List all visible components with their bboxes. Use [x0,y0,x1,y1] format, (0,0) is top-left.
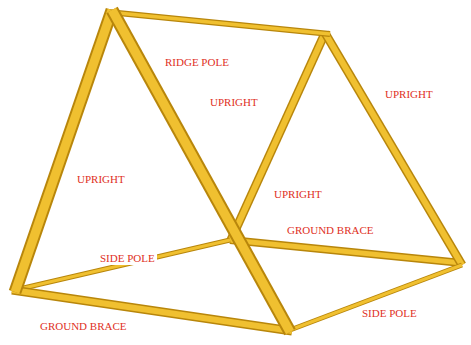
upright-beam [15,10,112,292]
part-label: UPRIGHT [272,188,324,201]
part-label: GROUND BRACE [38,320,128,333]
ground-brace-beam [230,240,462,263]
ridge-pole-beam [108,12,330,34]
upright-beam [15,10,112,292]
side-pole-beam [290,265,462,330]
side-pole-beam [290,265,462,330]
upright-beam [230,33,325,242]
upright-beam [230,33,325,242]
part-label: SIDE POLE [360,307,419,320]
ridge-pole-beam [108,12,330,34]
part-label: UPRIGHT [208,96,260,109]
side-pole-beam [15,240,230,290]
upright-beam [112,10,290,332]
a-frame [12,10,462,332]
part-label: UPRIGHT [75,173,127,186]
upright-beam [112,10,290,332]
part-label: GROUND BRACE [285,224,375,237]
part-label: UPRIGHT [383,88,435,101]
side-pole-beam [15,240,230,290]
part-label: SIDE POLE [98,252,157,265]
part-label: RIDGE POLE [163,56,231,69]
ground-brace-beam [230,240,462,263]
